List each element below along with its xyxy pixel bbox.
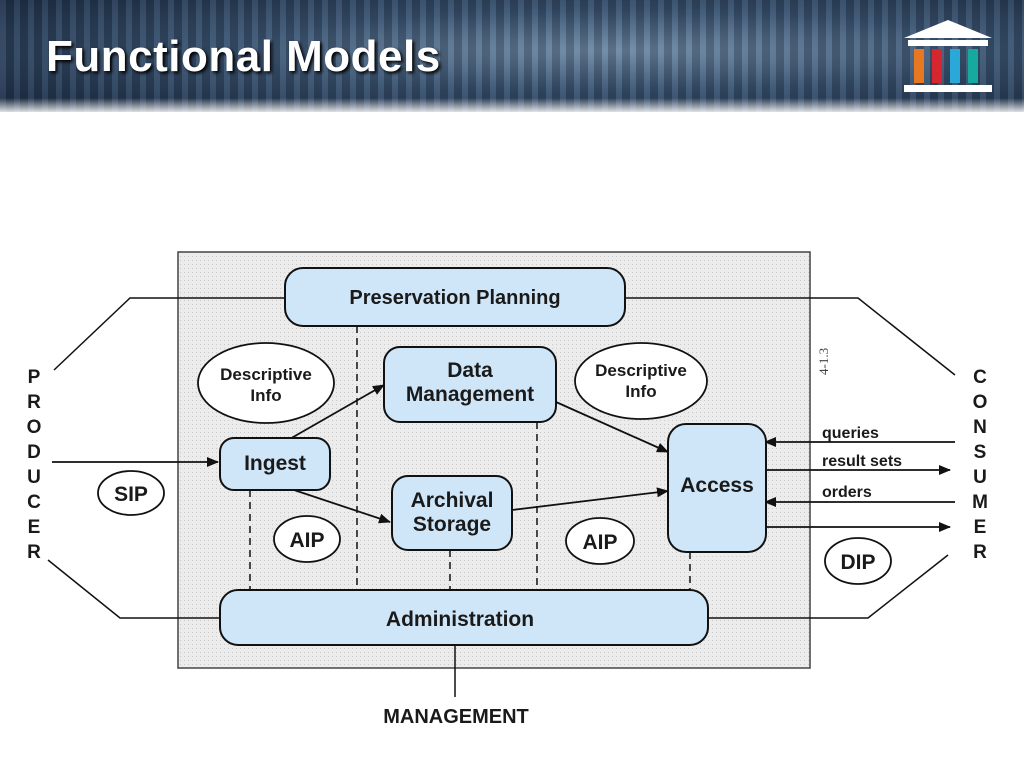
aip-oval-right [565,517,635,565]
data-management-label-line1: Data [447,359,493,382]
descriptive-info-left-line2: Info [250,386,281,405]
management-label: MANAGEMENT [383,706,529,728]
dip-label: DIP [840,551,875,574]
consumer-side-label: C O N S U M E R [972,367,988,563]
figure-reference: 4-1.3 [816,348,831,375]
dashed-connectors [249,326,691,590]
ingest-label: Ingest [244,452,306,475]
queries-label: queries [822,425,879,442]
orders-label: orders [822,484,872,501]
sip-label: SIP [114,483,148,506]
aip-right-label: AIP [582,531,617,554]
svg-text:U: U [973,467,987,488]
descriptive-info-oval-left [197,342,335,424]
svg-text:R: R [27,392,41,413]
svg-text:O: O [973,392,988,413]
svg-text:D: D [27,442,41,463]
arrow-ingest-to-archival-storage [287,487,391,524]
archival-storage-label-line2: Storage [413,513,491,536]
boundary-lines [47,297,956,697]
svg-text:P: P [28,367,41,388]
access-box [667,423,767,553]
preservation-planning-box [284,267,626,327]
result-sets-label: result sets [822,453,902,470]
archival-storage-box [391,475,513,551]
temple-logo-icon [904,20,992,92]
archival-storage-label-line1: Archival [411,489,494,512]
data-management-label-line2: Management [406,383,534,406]
svg-text:N: N [973,417,987,438]
ingest-box [219,437,331,491]
administration-label: Administration [386,608,534,631]
svg-text:S: S [974,442,987,463]
producer-side-label: P R O D U C E R [27,367,42,563]
svg-text:R: R [27,542,41,563]
flow-arrows [52,384,955,532]
descriptive-info-right-line2: Info [625,382,656,401]
arrow-archival-storage-to-access [511,487,669,511]
preservation-planning-label: Preservation Planning [349,287,560,309]
svg-text:C: C [27,492,41,513]
slide-title: Functional Models [46,32,441,81]
descriptive-info-left-line1: Descriptive [220,365,312,384]
arrow-data-management-to-access [555,401,669,453]
descriptive-info-right-line1: Descriptive [595,361,687,380]
descriptive-info-oval-right [574,342,708,420]
access-label: Access [680,474,754,497]
sip-oval [97,470,165,516]
svg-text:E: E [28,517,41,538]
svg-text:R: R [973,542,987,563]
svg-text:M: M [972,492,988,513]
aip-oval-left [273,515,341,563]
dip-oval [824,537,892,585]
aip-left-label: AIP [289,529,324,552]
svg-text:C: C [973,367,987,388]
arrow-ingest-to-data-management [287,384,385,441]
svg-text:E: E [974,517,987,538]
header-banner: Functional Models [0,0,1024,112]
administration-box [219,589,709,646]
data-management-box [383,346,557,423]
svg-text:U: U [27,467,41,488]
svg-text:O: O [27,417,42,438]
